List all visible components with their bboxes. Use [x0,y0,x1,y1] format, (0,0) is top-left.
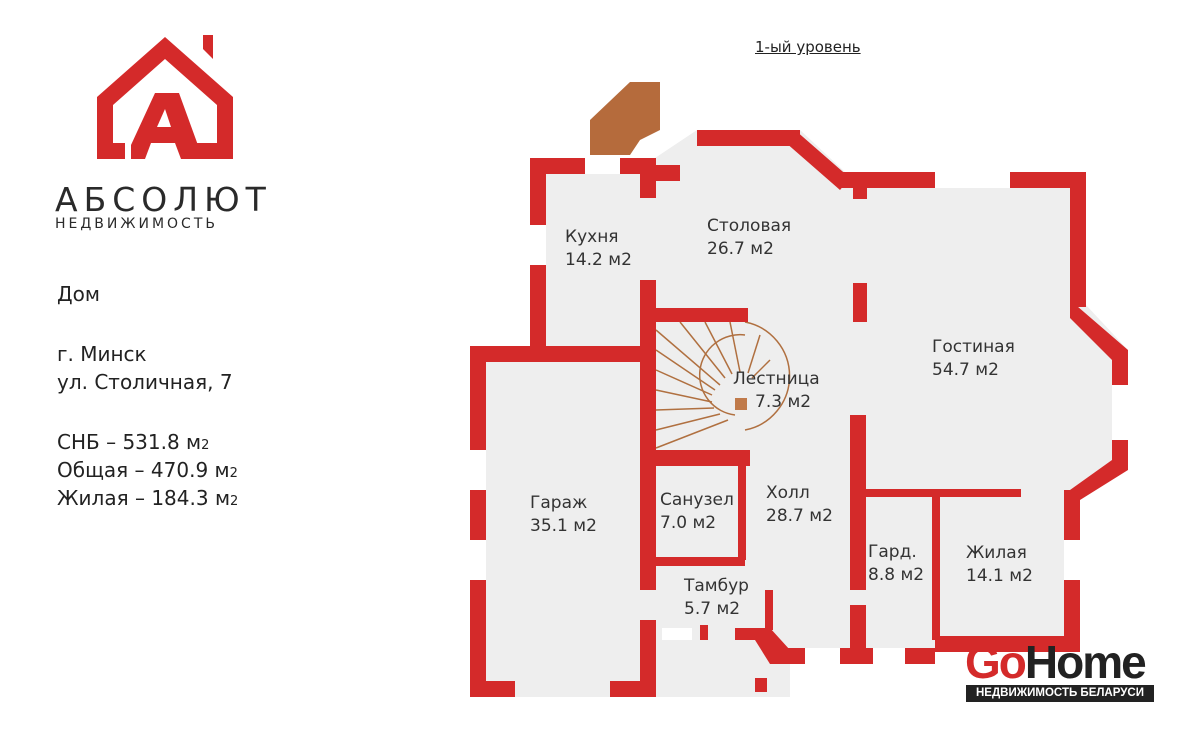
property-type: Дом [57,282,100,306]
level-title: 1-ый уровень [755,38,861,56]
gohome-tagline: НЕДВИЖИМОСТЬ БЕЛАРУСИ [966,685,1154,702]
windows [470,158,1128,664]
area-snb: СНБ – 531.8 м2 [57,430,210,454]
room-wardrobe: Гард.8.8 м2 [868,542,925,585]
brand-subtitle: НЕДВИЖИМОСТЬ [55,216,218,232]
area-living: Жилая – 184.3 м2 [57,486,239,510]
floor-area [470,130,1128,697]
gohome-watermark: GoHome [965,636,1147,688]
absolut-logo-icon [97,35,233,159]
area-total: Общая – 470.9 м2 [57,458,238,482]
stair-treads [655,321,771,449]
brand-name: АБСОЛЮТ [55,180,272,219]
stairs [655,321,791,449]
property-city: г. Минск [57,342,147,366]
porch-steps [590,82,660,155]
property-street: ул. Столичная, 7 [57,370,233,394]
stair-post [735,398,747,410]
